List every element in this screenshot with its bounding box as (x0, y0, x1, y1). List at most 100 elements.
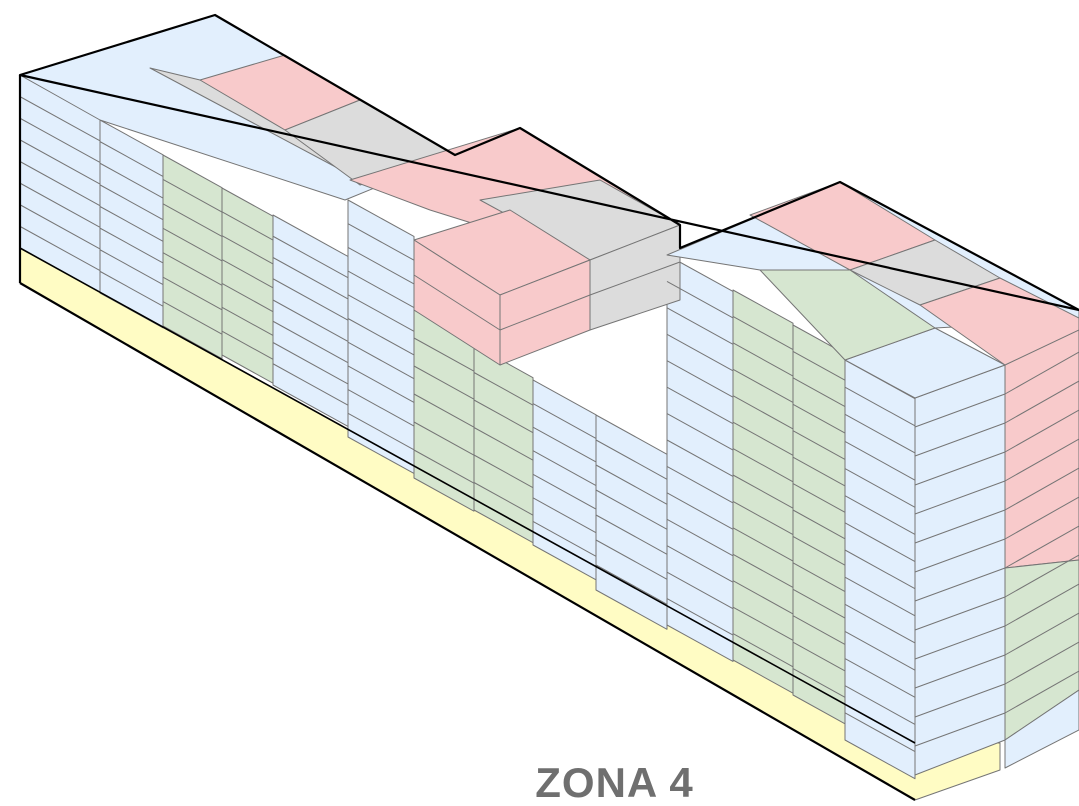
floor-line (272, 320, 349, 364)
floor-line (914, 480, 1006, 515)
floor-line (595, 539, 668, 580)
floor-line (589, 261, 681, 296)
floor-line (792, 456, 846, 487)
floor-line (1004, 670, 1079, 714)
floor-line (732, 342, 794, 377)
floor-line (221, 259, 274, 289)
floor-line (732, 474, 794, 509)
floor-line (99, 162, 164, 199)
floor-line (272, 363, 349, 406)
floor-line (473, 454, 534, 489)
floor-line (732, 633, 794, 668)
floor-line (844, 549, 916, 590)
floor-line (221, 282, 274, 313)
floor-line (99, 206, 164, 242)
floor-line (595, 514, 668, 555)
floor-line (162, 301, 223, 335)
floor-line (914, 567, 1006, 602)
floor-line (914, 625, 1006, 660)
floor-line (272, 235, 349, 279)
floor-line (272, 257, 349, 300)
floor-line (666, 386, 734, 425)
floor-line (221, 330, 274, 360)
floor-line (473, 399, 534, 434)
floor-line (473, 427, 534, 461)
outline-top (18, 13, 1079, 312)
floor-line (162, 178, 223, 213)
floor-line (19, 204, 101, 250)
floor-line (844, 658, 916, 698)
floor-line (19, 139, 101, 185)
floor-line (413, 337, 475, 372)
floor-line (914, 538, 1006, 573)
floor-line (1004, 641, 1079, 685)
floor-line (1004, 351, 1079, 395)
floor-line (914, 683, 1006, 718)
floor-line (19, 182, 101, 228)
floor-line (532, 403, 597, 439)
floor-line (666, 545, 734, 583)
floor-line (413, 421, 475, 456)
floor-line (792, 535, 846, 566)
mid-grey-face (589, 224, 681, 331)
floor-line (844, 386, 916, 427)
floor-line (413, 449, 475, 484)
floor-line (532, 426, 597, 463)
floor-line (1004, 380, 1079, 424)
floor-line (347, 270, 415, 309)
facade-column-4 (221, 187, 274, 384)
floor-line (162, 252, 223, 286)
floor-line (19, 117, 101, 163)
floor-line (666, 571, 734, 610)
floor-line (666, 333, 734, 372)
floor-line (1004, 525, 1079, 569)
floor-line (666, 465, 734, 504)
end-face-blue (914, 364, 1006, 776)
floor-line (347, 223, 415, 261)
floor-line (792, 350, 846, 381)
floor-lines (19, 96, 1079, 753)
floor-line (19, 225, 101, 272)
end-face-blue-low (1004, 689, 1079, 769)
floor-line (1004, 438, 1079, 482)
floor-line (473, 372, 534, 406)
floor-line (666, 280, 734, 319)
floor-line (732, 368, 794, 403)
floor-line (914, 654, 1006, 689)
floor-line (844, 522, 916, 563)
floor-line (19, 161, 101, 207)
floor-line (666, 307, 734, 345)
floor-line (666, 492, 734, 530)
floor-line (413, 393, 475, 428)
floor-line (666, 518, 734, 557)
floor-line (272, 278, 349, 321)
floor-line (914, 451, 1006, 486)
floor-line (844, 468, 916, 508)
floor-line (1004, 409, 1079, 453)
floor-line (666, 598, 734, 636)
floor-line (99, 184, 164, 221)
floor-line (99, 141, 164, 177)
floor-line (532, 497, 597, 534)
floor-line (732, 527, 794, 562)
floor-line (532, 450, 597, 486)
floor-line (844, 712, 916, 753)
floor-line (844, 630, 916, 671)
floor-line (19, 96, 101, 142)
floor-line (914, 596, 1006, 631)
building-outline (18, 13, 1079, 801)
floor-line (221, 306, 274, 336)
floor-line (732, 606, 794, 641)
floor-line (666, 360, 734, 398)
floor-line (162, 276, 223, 311)
floor-line (99, 249, 164, 286)
floor-line (532, 473, 597, 510)
floor-line (221, 235, 274, 265)
floor-line (732, 395, 794, 430)
floor-line (1004, 467, 1079, 511)
zone-label: ZONA 4 (535, 759, 694, 806)
floor-line (792, 588, 846, 619)
floor-line (666, 439, 734, 477)
floor-line (532, 520, 597, 557)
